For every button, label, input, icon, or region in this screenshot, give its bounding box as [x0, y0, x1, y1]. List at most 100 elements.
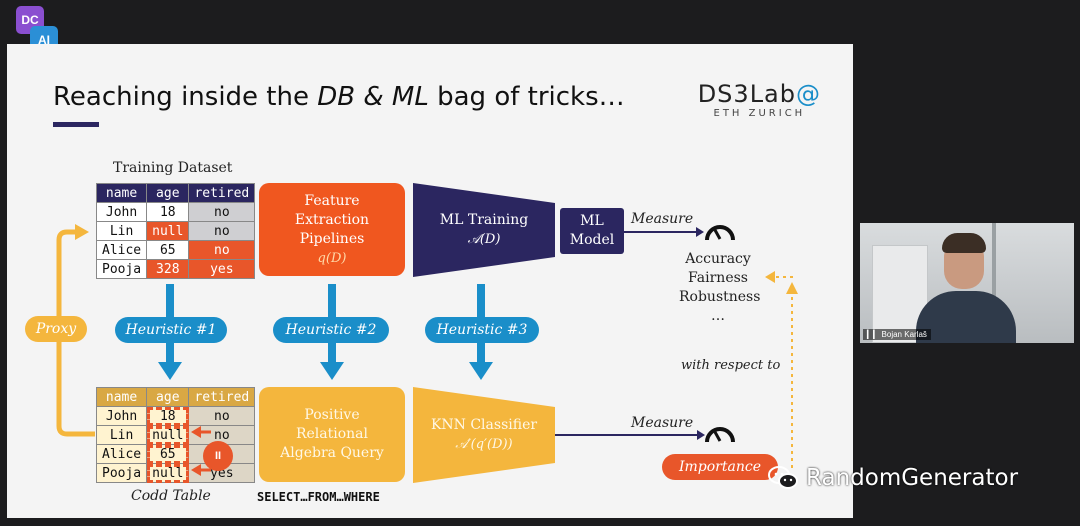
title-part-amp: &: [355, 82, 392, 112]
proxy-pill: Proxy: [25, 316, 87, 342]
table-cell: yes: [188, 259, 256, 279]
title-part: Reaching inside the: [53, 82, 318, 112]
brand-at: @: [796, 80, 821, 108]
table-cell: Alice: [95, 240, 148, 260]
metric-accuracy: Accuracy: [685, 251, 751, 267]
importance-dotted-arrow-head: [765, 271, 793, 283]
table-cell: 65: [146, 444, 190, 464]
speaker-name-tag: ▎▎ Bojan Karlaš: [863, 329, 931, 340]
signal-icon: ▎▎: [867, 330, 880, 339]
sql-caption: SELECT…FROM…WHERE: [257, 490, 380, 504]
ml-training-math: 𝒜(D): [467, 232, 501, 247]
table-cell: 65: [146, 240, 190, 260]
table-cell: John: [95, 406, 148, 426]
speaker-body: [916, 291, 1016, 343]
metric-robustness: Robustness: [679, 289, 761, 305]
feature-box-line: Extraction: [294, 211, 370, 228]
table-cell: 18: [146, 202, 190, 222]
title-part-ml: ML: [391, 82, 429, 112]
codd-table-label: Codd Table: [131, 488, 211, 504]
table-cell-error: no: [188, 240, 256, 260]
brand-subtitle: ETH ZURICH: [713, 108, 806, 119]
table-cell-error: 328: [146, 259, 190, 279]
title-underline: [53, 122, 99, 127]
knn-math: 𝒜′(q′(D)): [455, 437, 513, 452]
table-row: Alice 65 no: [95, 240, 256, 260]
heuristic-1-pill: Heuristic #1: [115, 317, 227, 343]
speaker-hair: [942, 233, 986, 253]
measure-label-top: Measure: [631, 211, 694, 227]
table-cell-null: null: [146, 463, 190, 483]
measure-label-bottom: Measure: [631, 415, 694, 431]
table-row: Pooja null yes: [95, 463, 256, 483]
table-cell: John: [95, 202, 148, 222]
training-dataset-label: Training Dataset: [113, 160, 233, 176]
table-cell: Lin: [95, 221, 148, 241]
ml-training-label: ML Training: [439, 212, 529, 228]
column-header: age: [146, 387, 190, 407]
null-pointer-arrow: [191, 426, 211, 438]
ml-model-box: ML Model: [560, 208, 624, 254]
feature-box-line: Pipelines: [299, 230, 365, 247]
null-pointer-arrow: [191, 464, 211, 476]
measure-arrow-bottom: [555, 430, 705, 440]
feature-box-line: Feature: [304, 192, 360, 209]
column-header: retired: [188, 387, 256, 407]
table-cell: no: [188, 406, 256, 426]
brand-name: DS3Lab: [697, 80, 796, 108]
knn-label-group: KNN Classifier 𝒜′(q′(D)): [413, 387, 555, 483]
table-cell: Alice: [95, 444, 148, 464]
table-row: John 18 no: [95, 202, 256, 222]
table-cell: Pooja: [95, 463, 148, 483]
pause-badge[interactable]: II: [203, 441, 233, 471]
table-cell: Pooja: [95, 259, 148, 279]
background-shelf: [992, 223, 996, 343]
table-cell: no: [188, 202, 256, 222]
metric-fairness: Fairness: [688, 270, 748, 286]
with-respect-to-label: with respect to: [681, 358, 781, 373]
codd-table: name age retired John 18 no Lin null no …: [95, 387, 256, 483]
table-row: Lin null no: [95, 221, 256, 241]
metrics-list: Accuracy Fairness Robustness …: [679, 250, 761, 326]
table-row: John 18 no: [95, 406, 256, 426]
positive-box-line: Relational: [295, 426, 369, 442]
ml-training-label-group: ML Training 𝒜(D): [413, 183, 555, 277]
column-header: name: [95, 387, 148, 407]
wechat-icon: [768, 466, 798, 489]
presentation-slide: Reaching inside the DB & ML bag of trick…: [7, 44, 853, 518]
title-part-end: bag of tricks…: [428, 82, 625, 112]
knn-label: KNN Classifier: [430, 417, 538, 433]
table-cell-missing: null: [146, 221, 190, 241]
ml-model-line: Model: [569, 232, 615, 248]
gauge-icon: [705, 427, 735, 443]
heuristic-2-pill: Heuristic #2: [273, 317, 389, 343]
feature-extraction-box: Feature Extraction Pipelines q(D): [259, 183, 405, 276]
speaker-name: Bojan Karlaš: [881, 330, 927, 339]
table-cell: no: [188, 425, 256, 445]
heuristic-3-pill: Heuristic #3: [425, 317, 539, 343]
positive-box-line: Algebra Query: [280, 445, 384, 461]
ds3lab-logo: DS3Lab@ ETH ZURICH: [698, 80, 821, 119]
watermark-text: RandomGenerator: [806, 465, 1019, 491]
training-table: name age retired John 18 no Lin null no …: [95, 183, 256, 279]
gauge-icon: [705, 225, 735, 241]
importance-pill: Importance: [662, 454, 778, 480]
speaker-webcam-tile[interactable]: ▎▎ Bojan Karlaš: [860, 223, 1074, 343]
table-cell: 18: [146, 406, 190, 426]
table-cell: Lin: [95, 425, 148, 445]
wechat-watermark: RandomGenerator: [768, 465, 1018, 491]
positive-box-line: Positive: [304, 407, 360, 423]
title-part-db: DB: [317, 82, 356, 112]
column-header: retired: [188, 183, 256, 203]
table-cell-null: null: [146, 425, 190, 445]
table-row: Lin null no: [95, 425, 256, 445]
column-header: age: [146, 183, 190, 203]
knn-trapezoid: [413, 387, 555, 483]
ml-model-line: ML: [580, 213, 604, 229]
slide-title: Reaching inside the DB & ML bag of trick…: [53, 82, 625, 112]
table-row: Pooja 328 yes: [95, 259, 256, 279]
positive-relational-box: Positive Relational Algebra Query: [259, 387, 405, 482]
measure-arrow-top: [624, 227, 704, 237]
column-header: name: [95, 183, 148, 203]
importance-dotted-arrow: [786, 282, 798, 468]
